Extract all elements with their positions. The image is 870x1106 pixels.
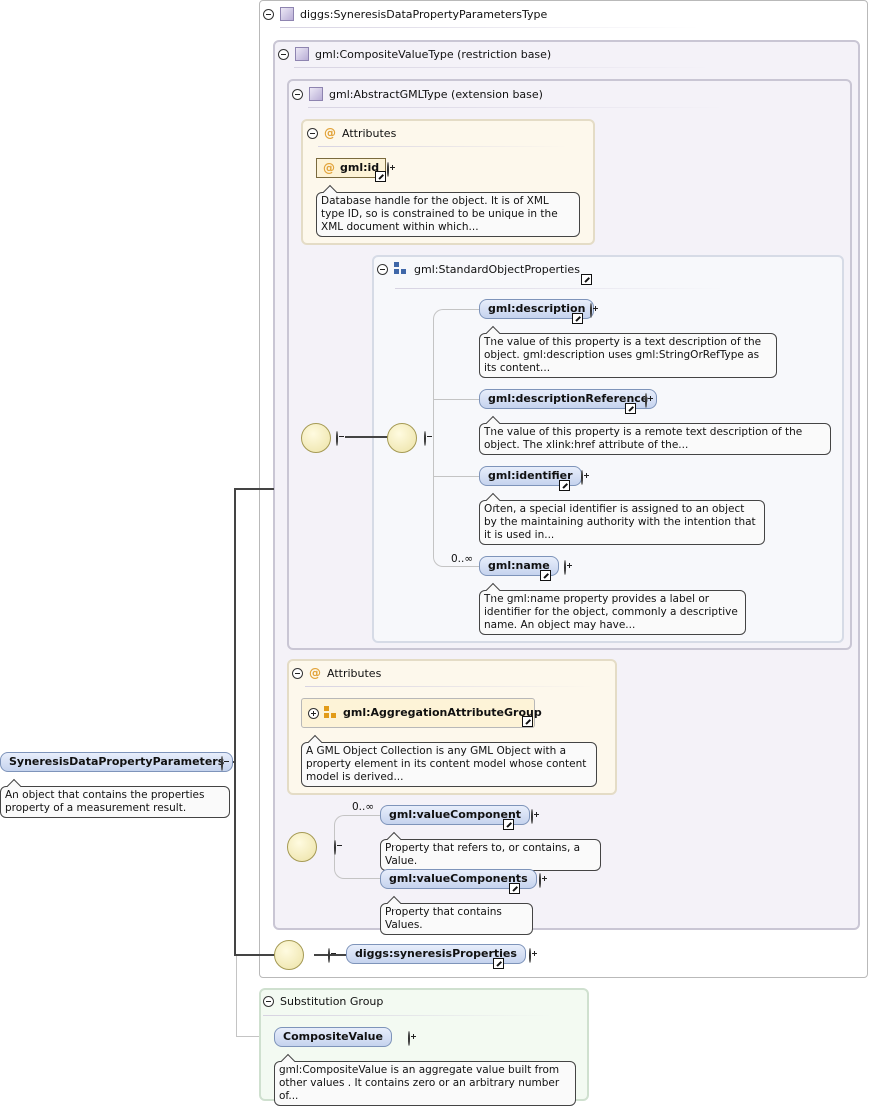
choice-compositor-icon[interactable]: [287, 832, 317, 862]
attribute-icon: @: [309, 666, 321, 680]
restriction-title: gml:CompositeValueType (restriction base…: [315, 47, 552, 61]
element-compositevalue[interactable]: CompositeValue: [274, 1027, 392, 1047]
annotation: The gml:name property provides a label o…: [479, 590, 746, 635]
annotation: Property that refers to, or contains, a …: [380, 839, 601, 871]
expand-toggle-icon[interactable]: [590, 303, 592, 318]
element-gml-identifier[interactable]: gml:identifier: [479, 466, 582, 486]
attribute-icon: @: [323, 161, 335, 175]
element-gml-valuecomponents[interactable]: gml:valueComponents: [380, 869, 537, 889]
annotation: An object that contains the properties p…: [0, 786, 230, 818]
collapse-toggle-icon[interactable]: [377, 263, 388, 275]
collapse-toggle-icon[interactable]: [292, 88, 303, 100]
reference-arrow-icon[interactable]: [375, 171, 386, 182]
reference-arrow-icon[interactable]: [509, 883, 520, 894]
reference-arrow-icon[interactable]: [572, 313, 583, 324]
sequence-compositor-icon[interactable]: [301, 423, 331, 453]
type-title: diggs:SyneresisDataPropertyParametersTyp…: [300, 7, 548, 21]
complex-type-icon: [309, 87, 323, 101]
group-title: gml:StandardObjectProperties: [414, 262, 580, 276]
expand-toggle-icon[interactable]: [581, 470, 583, 485]
expand-toggle-icon[interactable]: [308, 707, 319, 719]
element-gml-valuecomponent[interactable]: gml:valueComponent: [380, 805, 531, 825]
reference-arrow-icon[interactable]: [625, 403, 636, 414]
attributes-header: @ Attributes: [307, 126, 396, 140]
reference-arrow-icon[interactable]: [522, 716, 533, 727]
expand-toggle-icon[interactable]: [408, 1031, 410, 1046]
occurrence-label: 0..∞: [451, 553, 474, 565]
attributes-header: @ Attributes: [292, 666, 381, 680]
expand-toggle-icon[interactable]: [387, 162, 389, 177]
collapse-toggle-icon[interactable]: [292, 667, 303, 679]
expand-toggle-icon[interactable]: [539, 873, 541, 888]
reference-arrow-icon[interactable]: [559, 480, 570, 491]
reference-arrow-icon[interactable]: [581, 274, 592, 285]
annotation: Often, a special identifier is assigned …: [479, 500, 765, 545]
attribute-gml-id[interactable]: @ gml:id: [316, 158, 387, 178]
collapse-toggle-icon[interactable]: [263, 8, 274, 20]
element-diggs-syneresisproperties[interactable]: diggs:syneresisProperties: [346, 944, 526, 964]
annotation: gml:CompositeValue is an aggregate value…: [274, 1061, 576, 1106]
collapse-toggle-icon[interactable]: [328, 948, 330, 963]
group-header: gml:StandardObjectProperties: [377, 262, 580, 276]
collapse-toggle-icon[interactable]: [221, 756, 223, 771]
collapse-toggle-icon[interactable]: [336, 431, 338, 446]
expand-toggle-icon[interactable]: [564, 560, 566, 575]
annotation: Database handle for the object. It is of…: [316, 192, 580, 237]
collapse-toggle-icon[interactable]: [334, 840, 336, 855]
collapse-toggle-icon[interactable]: [263, 996, 274, 1007]
extension-title: gml:AbstractGMLType (extension base): [329, 87, 543, 101]
annotation: The value of this property is a remote t…: [479, 423, 831, 455]
element-gml-description[interactable]: gml:description: [479, 299, 595, 319]
annotation: Property that contains Values.: [380, 903, 533, 935]
reference-arrow-icon[interactable]: [503, 819, 514, 830]
attributes-title: Attributes: [327, 666, 382, 680]
element-gml-name[interactable]: gml:name: [479, 556, 559, 576]
attribute-group-icon: [324, 706, 338, 720]
substitution-header: Substitution Group: [263, 995, 383, 1008]
annotation: The value of this property is a text des…: [479, 333, 777, 378]
expand-toggle-icon[interactable]: [531, 809, 533, 824]
collapse-toggle-icon[interactable]: [278, 48, 289, 60]
sequence-compositor-icon[interactable]: [387, 423, 417, 453]
restriction-header: gml:CompositeValueType (restriction base…: [278, 47, 551, 61]
expand-toggle-icon[interactable]: [645, 393, 647, 408]
collapse-toggle-icon[interactable]: [307, 127, 318, 139]
attribute-icon: @: [324, 126, 336, 140]
attributes-title: Attributes: [342, 126, 397, 140]
extension-header: gml:AbstractGMLType (extension base): [292, 87, 543, 101]
type-header: diggs:SyneresisDataPropertyParametersTyp…: [263, 7, 547, 21]
annotation: A GML Object Collection is any GML Objec…: [301, 742, 597, 787]
reference-arrow-icon[interactable]: [493, 958, 504, 969]
element-gml-descriptionreference[interactable]: gml:descriptionReference: [479, 389, 658, 409]
group-icon: [394, 262, 408, 276]
sequence-compositor-icon[interactable]: [274, 940, 304, 970]
collapse-toggle-icon[interactable]: [424, 431, 426, 446]
attribute-group-aggregation[interactable]: gml:AggregationAttributeGroup: [301, 698, 542, 728]
root-element-syneresisdatapropertyparameters[interactable]: SyneresisDataPropertyParameters: [0, 752, 234, 772]
complex-type-icon: [280, 7, 294, 21]
reference-arrow-icon[interactable]: [540, 570, 551, 581]
substitution-title: Substitution Group: [280, 995, 384, 1008]
occurrence-label: 0..∞: [352, 801, 375, 813]
complex-type-icon: [295, 47, 309, 61]
expand-toggle-icon[interactable]: [529, 948, 531, 963]
